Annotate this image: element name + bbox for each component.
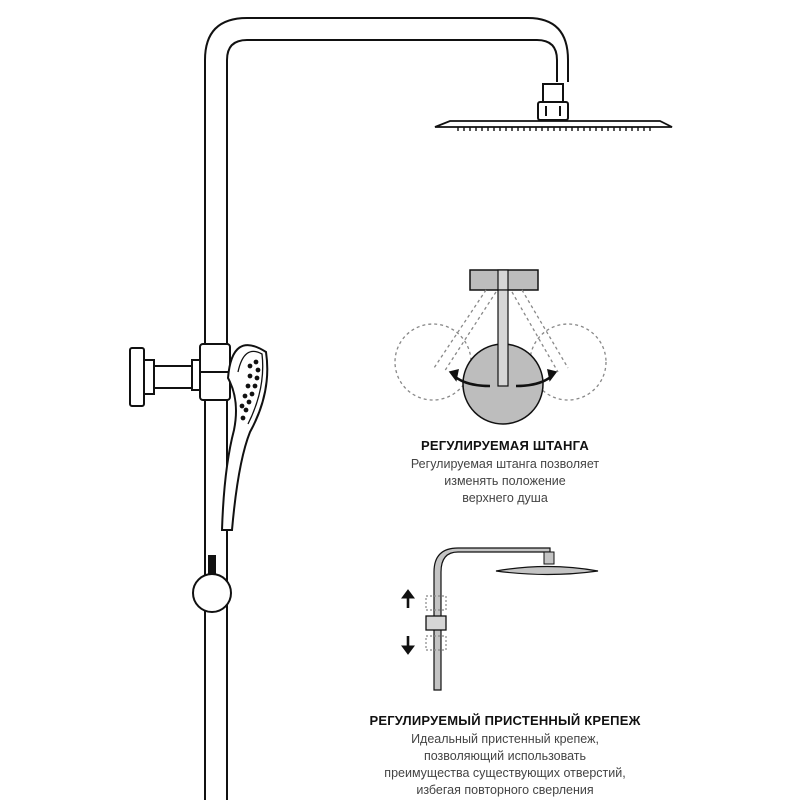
wall-mount-line-4: избегая повторного сверления — [416, 783, 594, 797]
hand-nozzle — [249, 391, 255, 397]
diverter-knob — [192, 555, 232, 613]
wall-mount-line-3: преимущества существующих отверстий, — [384, 766, 626, 780]
adjustable-arm-line-3: верхнего душа — [462, 491, 548, 505]
riser-pipe-outline — [204, 17, 569, 800]
hand-nozzle — [240, 415, 246, 421]
hand-nozzle — [242, 393, 248, 399]
hand-nozzle — [239, 403, 245, 409]
hand-nozzle — [245, 383, 251, 389]
down-arrow-icon — [401, 636, 415, 655]
hand-nozzle — [254, 375, 260, 381]
up-arrow-icon — [401, 589, 415, 608]
adjustable-arm-line-1: Регулируемая штанга позволяет — [410, 457, 600, 471]
hand-nozzle — [247, 363, 253, 369]
wall-mount-line-2: позволяющий использовать — [423, 749, 587, 763]
adjustable-arm-title: РЕГУЛИРУЕМАЯ ШТАНГА — [421, 438, 589, 453]
hand-shower — [220, 344, 269, 531]
wall-mount-title: РЕГУЛИРУЕМЫЙ ПРИСТЕННЫЙ КРЕПЕЖ — [369, 713, 641, 728]
wall-mount-caption: РЕГУЛИРУЕМЫЙ ПРИСТЕННЫЙ КРЕПЕЖ Идеальный… — [360, 713, 650, 799]
hand-shower-slider — [199, 343, 231, 401]
hand-nozzle — [246, 399, 252, 405]
head-connector — [542, 83, 564, 103]
hand-nozzle — [252, 383, 258, 389]
overhead-shower-head — [434, 120, 673, 131]
shower-column — [204, 17, 569, 800]
head-swivel — [537, 101, 569, 121]
hand-nozzle — [253, 359, 259, 365]
wall-mount-detail — [401, 547, 599, 691]
hand-nozzle — [255, 367, 261, 373]
adjustable-arm-line-2: изменять положение — [444, 474, 566, 488]
hand-nozzle — [247, 373, 253, 379]
wall-bracket — [129, 347, 206, 407]
wall-mount-line-1: Идеальный пристенный крепеж, — [411, 732, 599, 746]
hand-nozzle — [243, 407, 249, 413]
adjustable-arm-caption: РЕГУЛИРУЕМАЯ ШТАНГА Регулируемая штанга … — [380, 438, 630, 507]
adjustable-arm-detail — [394, 269, 607, 425]
